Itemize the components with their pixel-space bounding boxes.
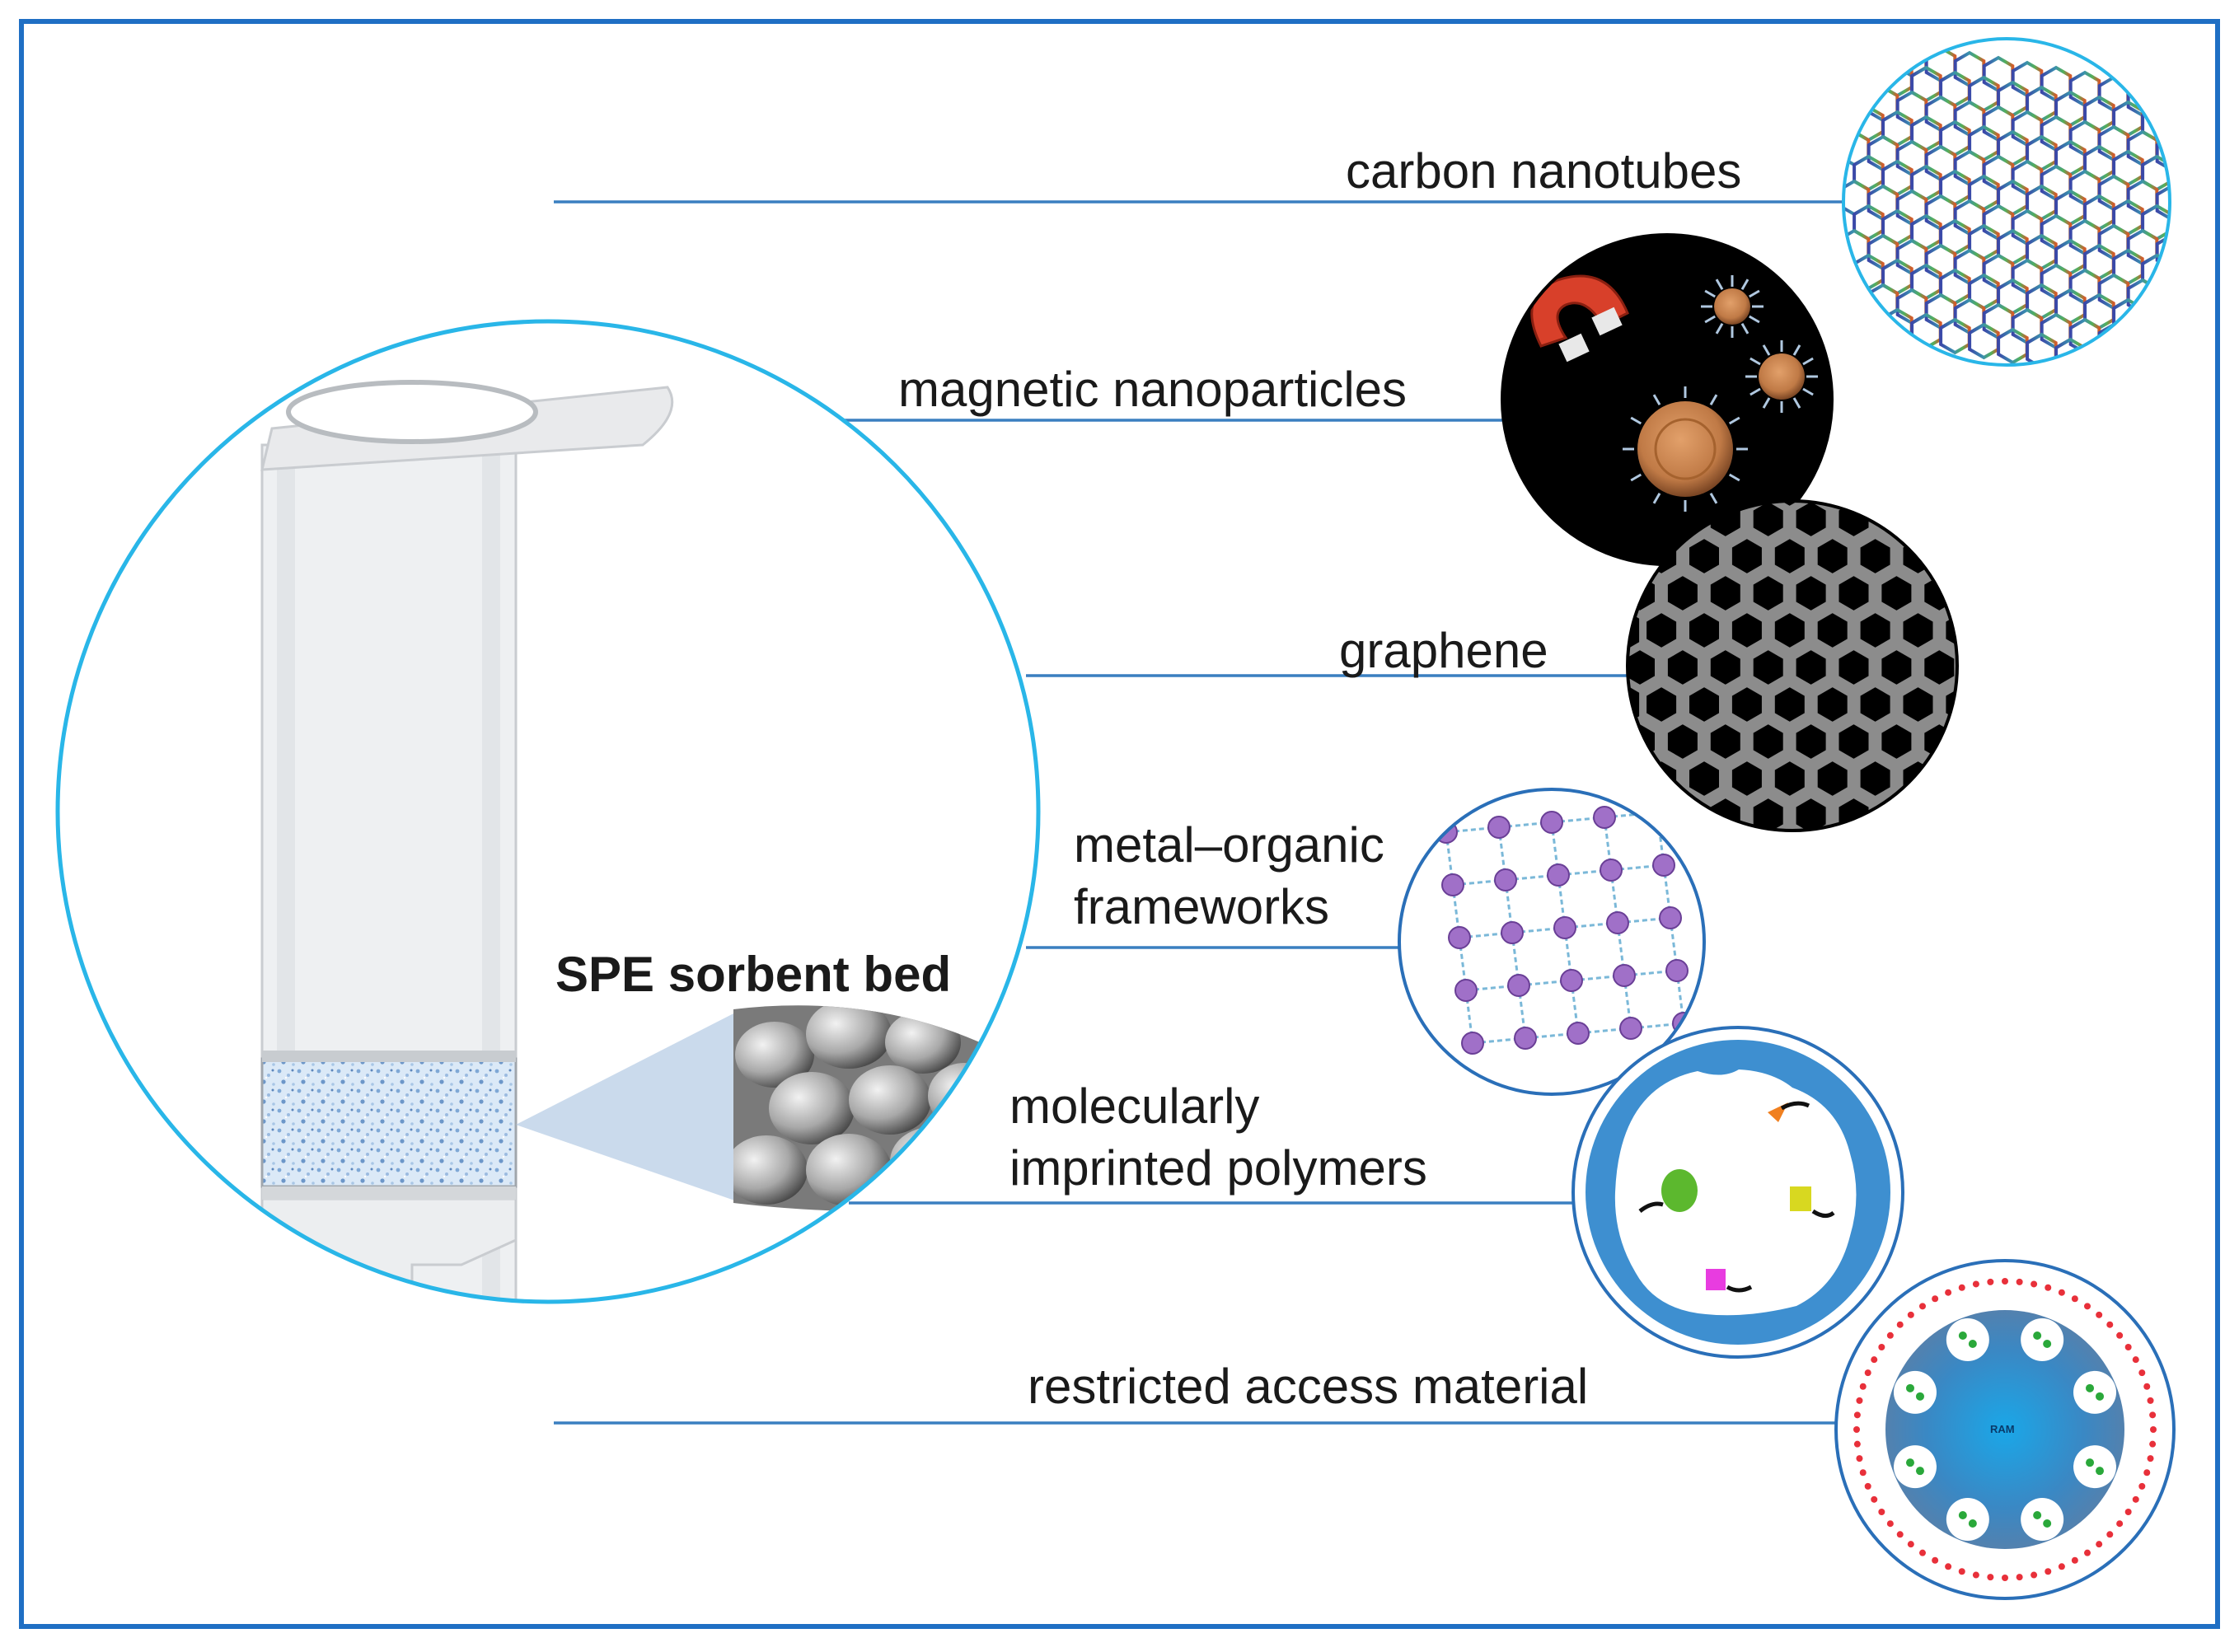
molecularly-imprinted-polymer-inset xyxy=(1572,1026,1904,1359)
label-graphene: graphene xyxy=(1339,623,1548,678)
metal-organic-framework-inset xyxy=(1398,788,1706,1096)
connector-lines xyxy=(554,200,1844,1425)
spe-cartridge-zoom xyxy=(55,319,1041,1304)
label-metal-organic-frameworks: metal–organic frameworks xyxy=(1074,817,1384,934)
ram-inset-label: RAM xyxy=(1990,1423,2015,1435)
restricted-access-material-inset xyxy=(1834,1259,2176,1600)
ram-particle xyxy=(1885,1310,2124,1549)
label-magnetic-nanoparticles: magnetic nanoparticles xyxy=(898,362,1408,417)
sorbent-bed-label: SPE sorbent bed xyxy=(555,947,952,1002)
zoom-circle-outline xyxy=(55,319,1041,1304)
magnetic-nanoparticles-inset xyxy=(1501,233,1834,566)
label-restricted-access-material: restricted access material xyxy=(1028,1359,1589,1414)
sorbent-bed xyxy=(260,1057,518,1188)
mip-cavity xyxy=(1614,1069,1857,1316)
nanoparticle-large xyxy=(1637,401,1733,497)
label-carbon-nanotubes: carbon nanotubes xyxy=(1346,143,1742,199)
label-molecularly-imprinted-polymers: molecularly imprinted polymers xyxy=(1009,1079,1427,1196)
zoom-cone xyxy=(516,1009,742,1203)
cartridge-opening xyxy=(286,380,538,444)
